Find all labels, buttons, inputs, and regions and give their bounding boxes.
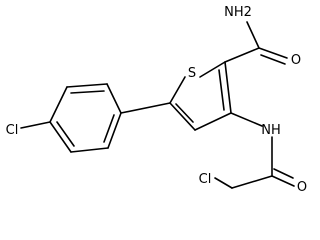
- bond-c3-nh: [230, 112, 263, 127]
- bond-c4-c5: [169, 102, 196, 131]
- bond-c4-c5-inner: [175, 103, 194, 123]
- bond-ar6-ar1: [107, 112, 122, 149]
- ring-sulfur-label: S: [188, 66, 196, 81]
- bond-carbonyl-ch2: [231, 175, 273, 189]
- carboxamide-group: [224, 21, 288, 65]
- bond-c2-carbonyl: [224, 47, 260, 63]
- bond-ar4-cl: [20, 121, 51, 129]
- bond-c2-c3: [224, 61, 232, 114]
- thiophene-ring: [169, 61, 232, 131]
- bond-c5-aryl: [120, 102, 171, 114]
- bond-ar5-ar6: [70, 147, 109, 153]
- bond-ar4-ar5: [49, 121, 72, 153]
- bond-carbonyl-o2: [271, 175, 295, 187]
- acyl-oxygen-label: O: [297, 180, 307, 195]
- chloroacetamide-group: [214, 112, 295, 189]
- bond-ar4-ar5-inner: [56, 121, 75, 147]
- bond-ar3-ar4: [49, 86, 68, 123]
- bond-ar2-ar3: [66, 83, 108, 88]
- bond-ar6-ar1-inner: [103, 114, 115, 143]
- bond-ar1-ar2: [106, 83, 122, 114]
- amide-oxygen-label: O: [291, 53, 301, 68]
- bond-ch2-cl: [214, 177, 233, 189]
- bond-carbonyl-n: [246, 21, 260, 49]
- bond-ar2-ar3-inner: [70, 90, 105, 94]
- amine-nh-label: NH: [261, 123, 281, 138]
- aryl-chlorine-label: Cl: [6, 123, 19, 138]
- bond-carbonyl-o-double: [260, 54, 286, 65]
- chlorophenyl-ring: [20, 83, 171, 153]
- bond-carbonyl-o2-double: [273, 168, 294, 179]
- amide-nh2-label: NH2: [224, 5, 252, 20]
- chemical-structure-diagram: NH2 O S Cl NH O Cl: [6, 5, 307, 195]
- bond-c3-c4: [194, 112, 232, 131]
- bond-s-c2: [199, 61, 226, 78]
- alkyl-chlorine-label: Cl: [199, 172, 212, 187]
- bond-c2-c3-inner: [218, 69, 225, 111]
- bond-carbonyl-o: [258, 47, 288, 59]
- bond-s-c5: [169, 76, 186, 104]
